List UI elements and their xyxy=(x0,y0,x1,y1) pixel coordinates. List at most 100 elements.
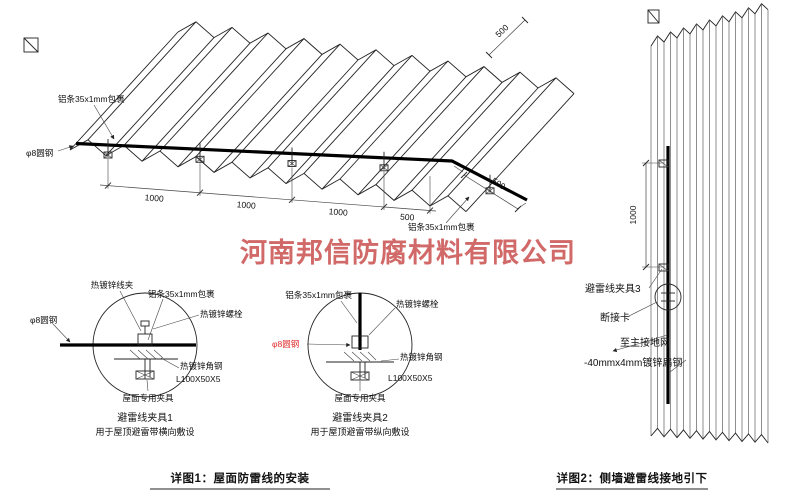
clamp1-title: 避雷线夹具1 xyxy=(117,411,173,424)
legend-marker-wall xyxy=(647,9,660,24)
drawing-line xyxy=(177,21,575,94)
drawing-line xyxy=(379,164,389,172)
leader xyxy=(368,307,396,336)
label-clamp3: 避雷线夹具3 xyxy=(585,282,641,295)
drawing-line xyxy=(339,60,449,180)
wire-clamp xyxy=(485,187,495,195)
corrugated-wall-sheet xyxy=(650,3,769,444)
leader xyxy=(119,290,142,332)
drawing-line xyxy=(103,151,113,159)
caption-detail2: 详图2：侧墙避雷线接地引下 xyxy=(557,471,708,485)
marker-diagonal xyxy=(23,37,39,53)
dim-tick xyxy=(642,263,650,271)
wall-clamp-lower xyxy=(658,263,669,272)
marker-box xyxy=(23,37,39,53)
wire-clamp xyxy=(103,151,113,159)
leader xyxy=(628,301,658,317)
label-strip-top: 铝条35x1mm包裹 xyxy=(58,94,125,104)
label-rod: φ8圆钢 xyxy=(30,315,57,325)
caption-detail1: 详图1：屋面防雷线的安装 xyxy=(171,471,310,485)
drawing-line xyxy=(447,77,557,197)
drawing-line xyxy=(267,49,377,169)
dim-tick xyxy=(642,159,650,167)
dim-tick xyxy=(460,171,468,179)
label-strip: 铝条35x1mm包裹 xyxy=(148,289,215,299)
wall-view: 1000 避雷线夹具3 断接卡 至主接地网 -40mmx4mm镀锌扁钢 xyxy=(584,3,769,444)
disconnect-detail-circle xyxy=(654,283,682,311)
detail-view-clamp2: 铝条35x1mm包裹 热镀锌螺栓 φ8圆钢 热镀锌角钢 L100X50X5 屋面… xyxy=(272,290,443,437)
roof-clamp-cross xyxy=(350,371,370,381)
drawing-line xyxy=(87,21,197,141)
wire-clamp xyxy=(379,164,389,172)
drawing-line xyxy=(357,76,467,196)
clamp-diag xyxy=(658,263,669,272)
leader xyxy=(152,314,200,330)
legend-marker-roof xyxy=(23,37,39,53)
drawing-line xyxy=(159,32,269,152)
lightning-wire-roof xyxy=(75,141,528,202)
drawing-line xyxy=(231,43,341,163)
clamp-diag xyxy=(658,159,669,168)
label-roof-clamp: 屋面专用夹具 xyxy=(334,393,386,403)
roof-clamp-box xyxy=(135,370,155,380)
ext-line xyxy=(453,165,464,173)
detail-view-clamp1: 热镀锌线夹 铝条35x1mm包裹 热镀锌螺栓 φ8圆钢 热镀锌角钢 L100X5… xyxy=(30,280,243,437)
wire-clamp xyxy=(195,155,205,163)
drawing-line xyxy=(411,71,521,191)
leader xyxy=(380,358,400,362)
hatching xyxy=(343,351,377,362)
dim-line xyxy=(463,174,519,210)
dim-tick xyxy=(485,51,493,59)
dim-tick xyxy=(521,16,529,24)
label-disconnect: 断接卡 xyxy=(600,311,630,324)
drawing-line xyxy=(69,31,179,151)
marker-diagonal xyxy=(647,9,660,24)
leader xyxy=(669,359,687,373)
bolt-nut xyxy=(140,320,150,327)
roof-clamp-box xyxy=(350,371,370,381)
drawing-line xyxy=(249,59,359,179)
leader-rod xyxy=(57,145,74,152)
label-wire-clamp: 热镀锌线夹 xyxy=(91,280,134,290)
label-strip-right: 铝条35x1mm包裹 xyxy=(408,222,475,232)
dim-tick xyxy=(514,205,522,213)
drawing-line xyxy=(123,27,233,146)
leader xyxy=(146,379,149,392)
drawing-line xyxy=(321,70,431,190)
drawing-line xyxy=(195,38,305,157)
drawing-line xyxy=(213,54,323,173)
label-roof-clamp: 屋面专用夹具 xyxy=(122,393,174,403)
angle-steel xyxy=(326,361,394,380)
drawing-line xyxy=(375,66,485,185)
marker-box xyxy=(647,9,660,24)
clamp2-subtitle: 用于屋顶避雷带纵向敷设 xyxy=(310,426,409,437)
wire-clamp xyxy=(287,160,297,167)
label-bolt: 热镀锌螺栓 xyxy=(396,299,439,309)
clamp1-subtitle: 用于屋顶避雷带横向敷设 xyxy=(95,426,194,437)
dim-500-top-lines xyxy=(485,16,529,59)
corrugated-roof-sheet xyxy=(69,21,575,212)
dim-line xyxy=(488,19,526,56)
drawing-line xyxy=(285,65,395,184)
label-rod: φ8圆钢 xyxy=(26,148,53,158)
leader xyxy=(160,357,180,369)
label-angle: 热镀锌角钢 xyxy=(180,361,223,371)
drawing-line xyxy=(485,187,495,195)
drawing-line xyxy=(465,93,575,212)
dim-500-a: 500 xyxy=(400,211,415,222)
hatching xyxy=(129,349,164,360)
leader-strip-right xyxy=(445,196,470,224)
drawing-line xyxy=(195,156,205,163)
label-angle-size: L100X50X5 xyxy=(388,373,433,383)
leader xyxy=(648,268,663,289)
leader-to-ground xyxy=(612,334,668,352)
leader-strip-top xyxy=(93,104,115,140)
dim-1000-c: 1000 xyxy=(328,206,348,217)
label-to-ground: 至主接地网 xyxy=(620,336,670,349)
dim-1000-b: 1000 xyxy=(236,199,256,210)
leader xyxy=(340,300,358,324)
drawing-line xyxy=(287,160,297,167)
drawing-line xyxy=(99,184,437,212)
